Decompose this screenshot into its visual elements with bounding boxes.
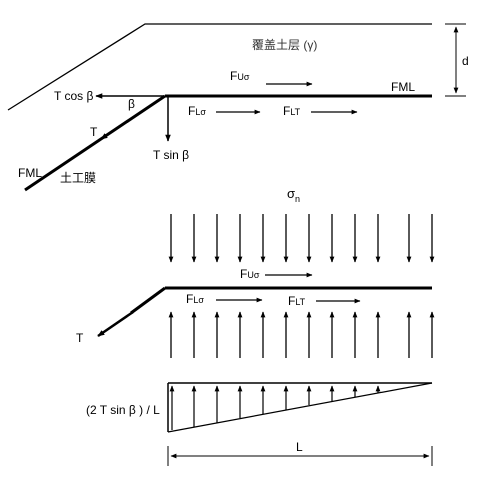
cover-soil-label: 覆盖土层 (γ) <box>252 38 317 52</box>
fl-label-top: FLσ <box>188 104 206 118</box>
fml-slope <box>24 94 166 192</box>
fml-left-label: FML <box>18 166 42 180</box>
sigma-n-label: σn <box>287 186 300 204</box>
normal-stress-arrows <box>168 214 435 263</box>
cover-soil-surface <box>7 23 432 111</box>
t-label-top: T <box>90 125 98 139</box>
fml-right-label: FML <box>391 80 415 94</box>
flt-label-bottom: FLT <box>288 294 306 308</box>
tri-hypotenuse <box>167 382 433 433</box>
geomembrane-label: 土工膜 <box>60 171 96 185</box>
t-label-bottom: T <box>76 331 84 345</box>
fl-label-bottom: FLσ <box>186 292 204 306</box>
fu-label-top: FUσ <box>230 69 250 83</box>
beta-label: β <box>128 97 135 111</box>
tri-load-arrows <box>169 385 381 430</box>
tri-load-label: (2 T sin β ) / L <box>86 403 160 417</box>
t-slope-arrow <box>100 112 141 140</box>
t-arrow-bottom <box>97 310 134 338</box>
fu-label-bottom: FUσ <box>240 267 260 281</box>
fml-slope-bottom <box>130 286 166 315</box>
tcos-label: T cos β <box>54 89 93 103</box>
depth-label: d <box>462 54 469 68</box>
l-label: L <box>296 440 303 454</box>
flt-label-top: FLT <box>283 104 301 118</box>
tsin-label: T sin β <box>153 148 189 162</box>
bottom-diagram: σn FUσ T FLσ FLT <box>76 186 435 466</box>
top-diagram: d 覆盖土层 (γ) FML FML 土工膜 T cos β β T T sin… <box>7 23 469 192</box>
reaction-arrows <box>168 311 435 358</box>
